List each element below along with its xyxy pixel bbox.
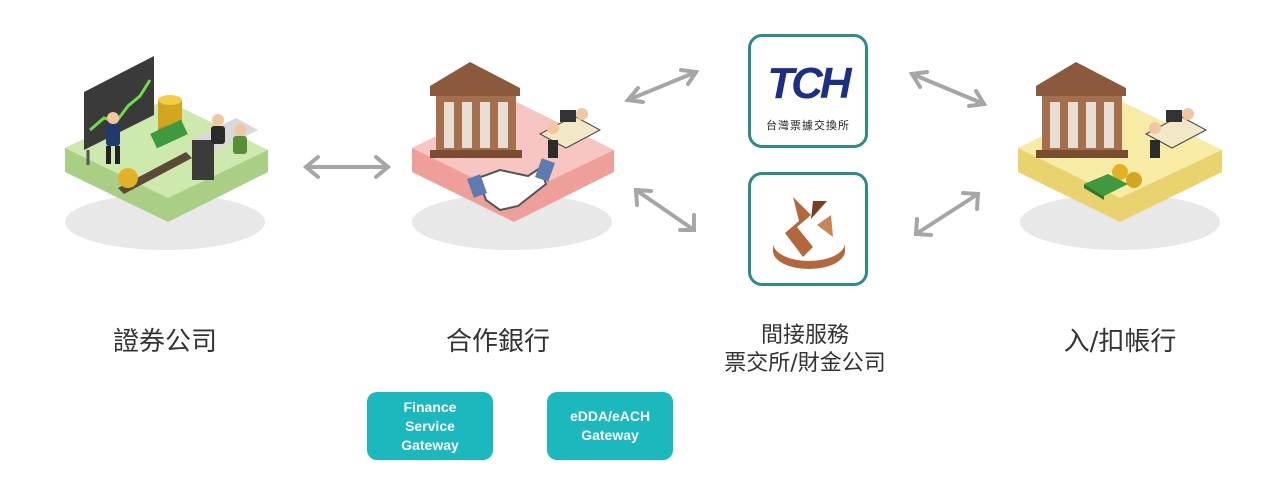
- bidirectional-arrow-fisc-account: [913, 191, 981, 237]
- cooperating-bank-illustration: [412, 62, 614, 250]
- bidirectional-arrow-securities-bank: [302, 155, 392, 179]
- edda-each-gateway-button[interactable]: eDDA/eACH Gateway: [547, 392, 673, 460]
- fisc-logo-card: [748, 172, 868, 286]
- gateway-label-line: Service: [405, 417, 455, 434]
- office-desk-worker-icon: [1144, 108, 1208, 158]
- tch-logo-subtitle: 台灣票據交換所: [766, 119, 850, 132]
- cash-bundle-icon: [1084, 174, 1128, 200]
- cooperating-bank-label: 合作銀行: [445, 327, 550, 357]
- indirect-service-line1: 間接服務: [760, 323, 849, 348]
- handshake-icon: [467, 158, 555, 212]
- account-bank-label: 入/扣帳行: [1063, 327, 1177, 357]
- finance-service-gateway-button[interactable]: Finance Service Gateway: [367, 392, 493, 460]
- tch-logo-mark: TCH: [767, 59, 851, 108]
- indirect-service-label: 間接服務 票交所/財金公司: [700, 322, 910, 378]
- meeting-desk-icon: [192, 114, 258, 180]
- bidirectional-arrow-bank-tch: [624, 68, 700, 104]
- gateway-label-line: Finance: [403, 398, 457, 415]
- cash-bundle-icon: [118, 119, 192, 194]
- securities-company-label: 證券公司: [112, 327, 217, 357]
- fisc-logo-icon: [773, 197, 845, 269]
- securities-company-illustration: [65, 56, 268, 250]
- bidirectional-arrow-bank-fisc: [633, 187, 696, 232]
- analyst-person-icon: [106, 112, 120, 164]
- bank-building-icon: [1036, 62, 1128, 158]
- gateway-label-line: Gateway: [581, 427, 639, 443]
- account-bank-illustration: [1018, 62, 1222, 250]
- gateway-label-line: Gateway: [401, 436, 459, 453]
- stock-chart-board-icon: [84, 56, 154, 165]
- office-desk-worker-icon: [538, 108, 602, 158]
- tch-logo-card: TCH 台灣票據交換所: [748, 34, 868, 148]
- bidirectional-arrow-tch-account: [908, 70, 988, 108]
- indirect-service-line2: 票交所/財金公司: [724, 351, 886, 376]
- gateway-label-line: eDDA/eACH: [569, 408, 651, 424]
- coin-stack-icon: [1112, 164, 1142, 188]
- bank-building-icon: [430, 62, 522, 158]
